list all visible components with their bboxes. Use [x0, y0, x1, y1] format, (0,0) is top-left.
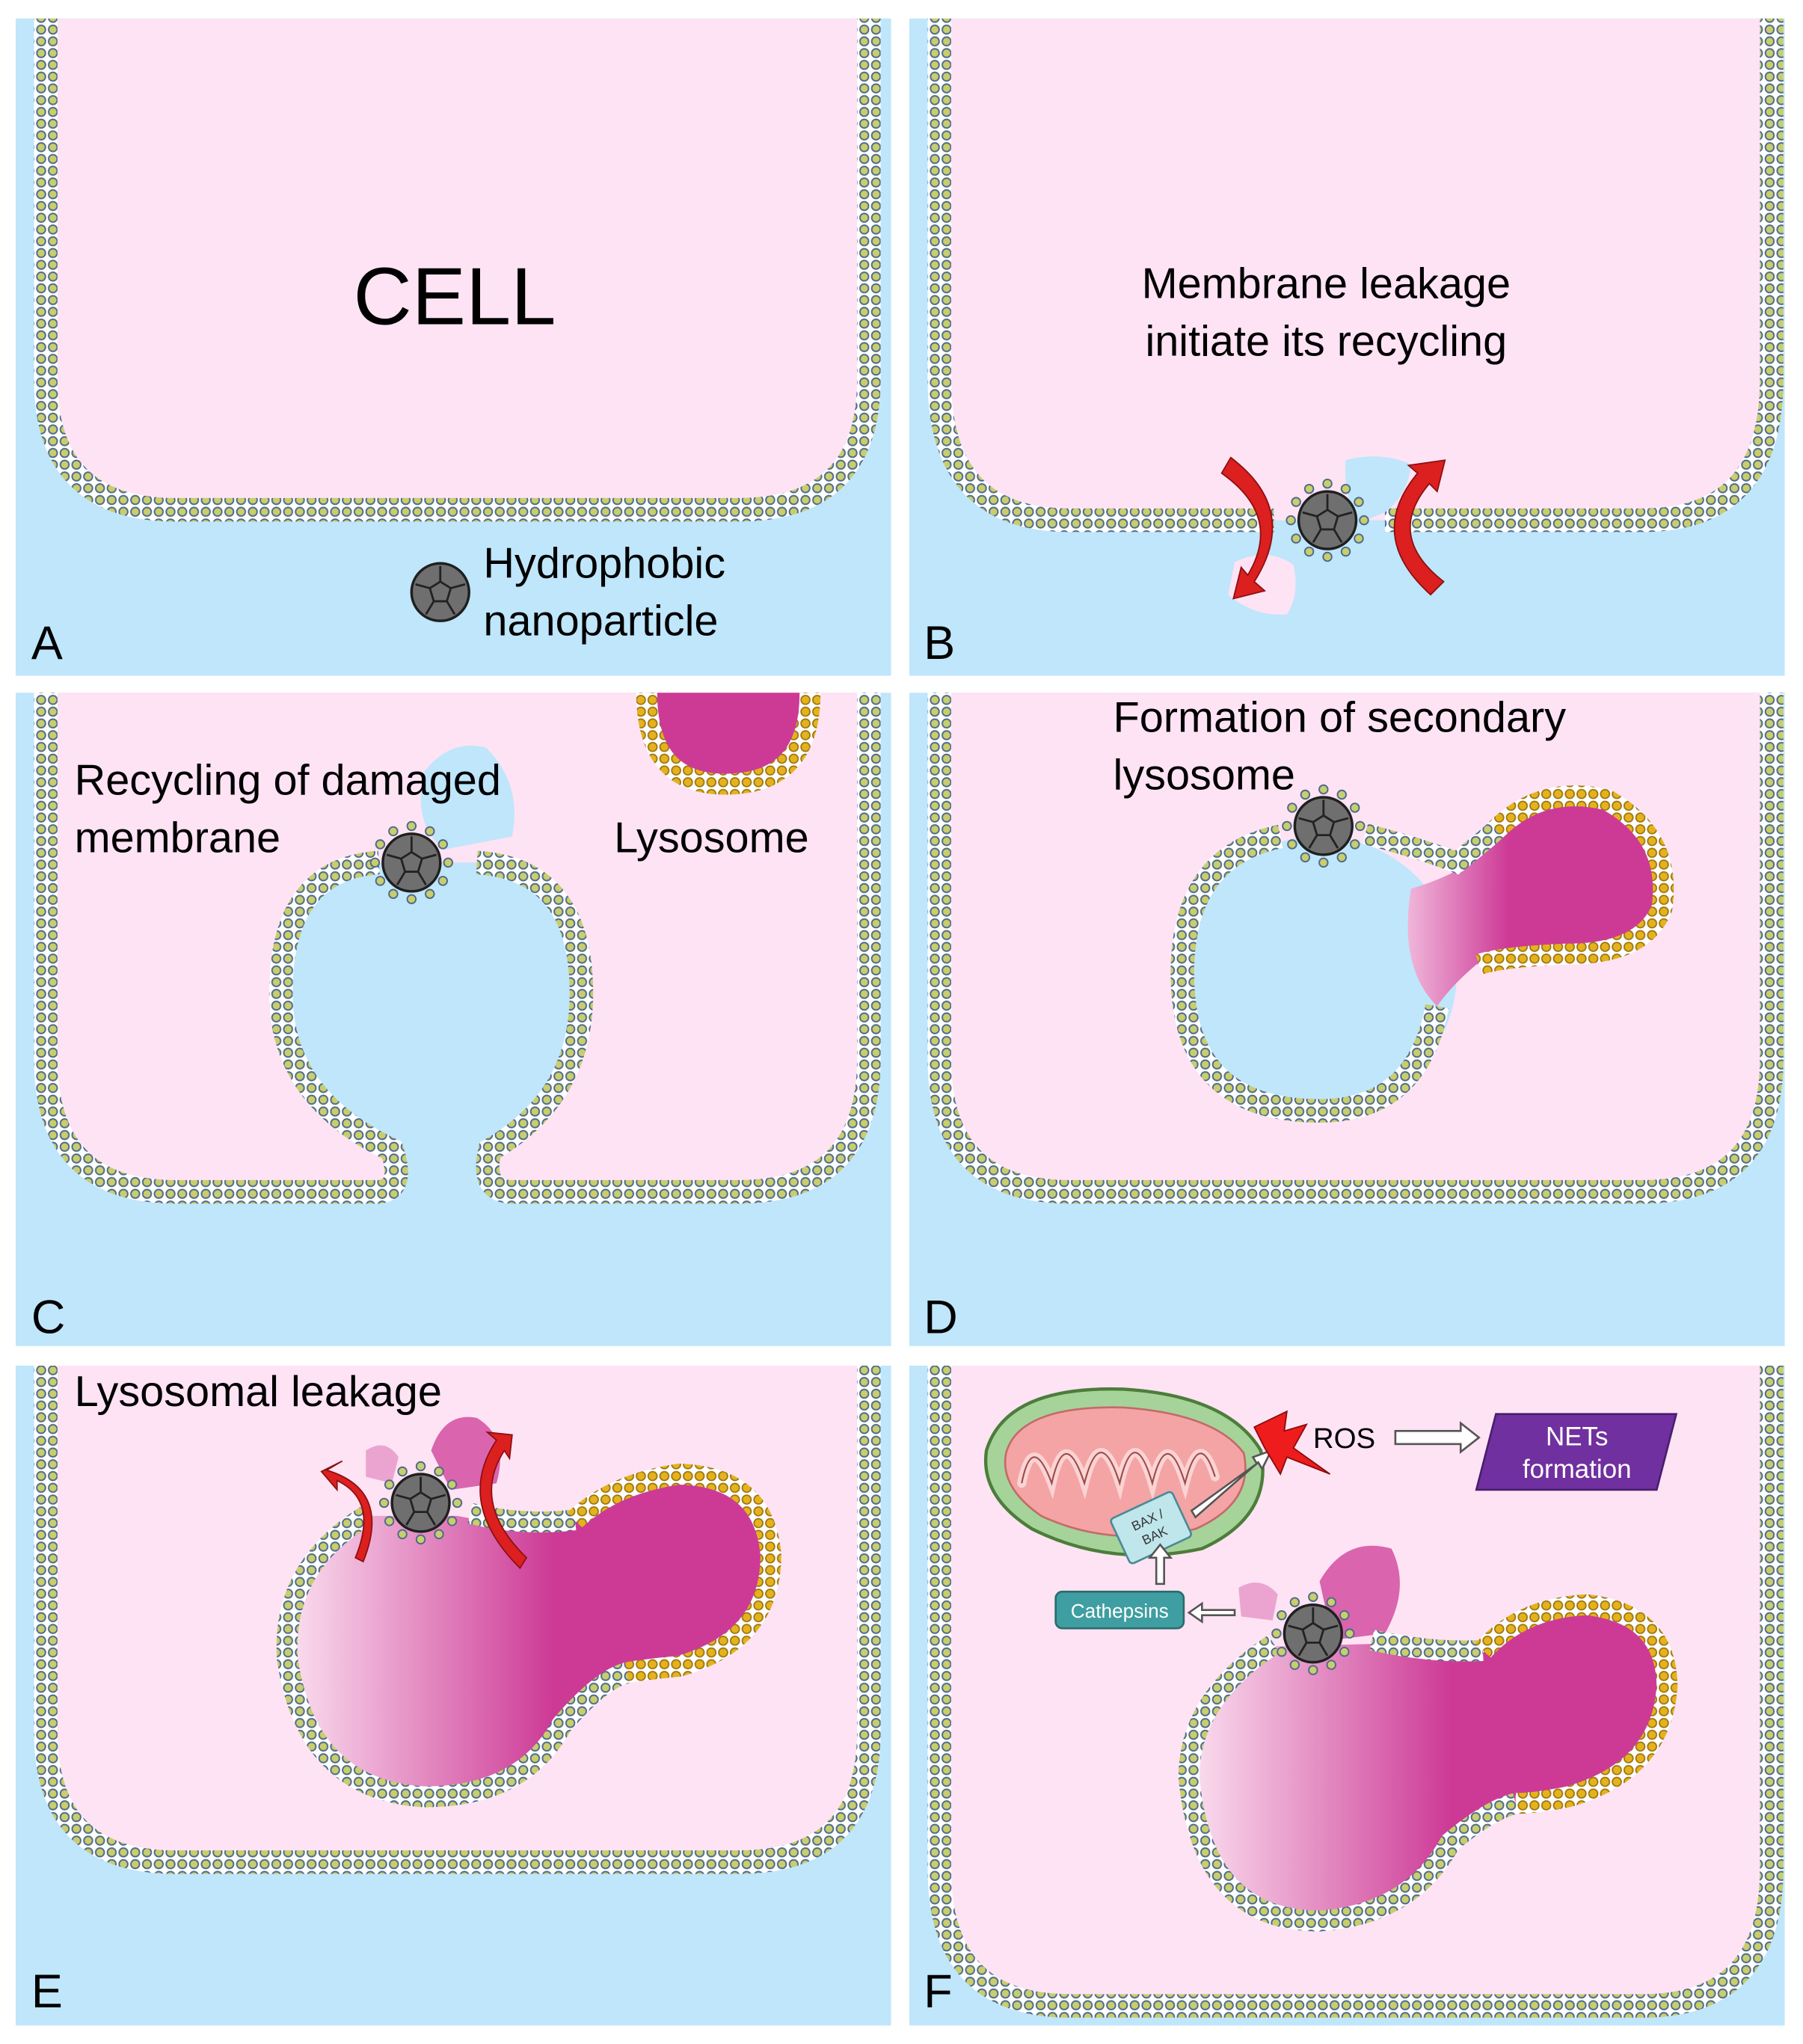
nets-formation-box: NETs formation — [1475, 1413, 1678, 1491]
nanoparticle-label-line1: Hydrophobic — [483, 539, 725, 587]
lightning-icon — [1253, 1410, 1331, 1476]
panel-f: BAX / BAK Cathepsins NETs formation ROS … — [909, 1365, 1785, 2026]
panel-c-caption-line1: Recycling of damaged — [75, 757, 501, 805]
panel-b-caption-line1: Membrane leakage — [1142, 260, 1511, 308]
panel-b: Membrane leakage initiate its recycling … — [909, 18, 1785, 676]
cell-cytoplasm — [46, 693, 869, 1192]
lysosome-membrane-gold — [1475, 1594, 1678, 1814]
panel-letter-d: D — [924, 1291, 957, 1343]
panel-d-caption-line2: lysosome — [1114, 752, 1295, 800]
lysosome-label: Lysosome — [614, 814, 809, 862]
panel-e: Lysosomal leakage E — [15, 1365, 891, 2026]
panel-b-caption-line2: initiate its recycling — [1145, 317, 1507, 365]
arrow-lysosome-to-cathepsins — [1187, 1601, 1236, 1624]
cell-cytoplasm — [939, 18, 1772, 521]
red-arrow-left — [1220, 456, 1274, 600]
panel-letter-c: C — [31, 1291, 65, 1343]
lysosome-fusion — [1407, 800, 1660, 1007]
endosome-membrane — [1170, 824, 1449, 1123]
arrow-ros-to-nets — [1394, 1421, 1481, 1454]
lysosome-membrane-blue — [1178, 1635, 1519, 1932]
lysosome-membrane — [636, 693, 821, 795]
lysosome-leak-cloud-small — [1238, 1583, 1278, 1621]
bax-bak-box: BAX / BAK — [1110, 1491, 1192, 1565]
cell-membrane — [34, 693, 408, 1204]
lysosome-membrane — [1475, 785, 1674, 975]
red-arrow-right — [1393, 459, 1446, 596]
nanoparticle-label-line2: nanoparticle — [483, 597, 718, 645]
lysosome-leak-cloud-small — [366, 1445, 399, 1484]
endosome-membrane-upper — [1363, 822, 1504, 875]
panel-a: CELL Hydrophobic nanoparticle A — [15, 18, 891, 676]
panel-c: Recycling of damaged membrane Lysosome C — [15, 693, 891, 1346]
panel-d-caption-line1: Formation of secondary — [1114, 694, 1567, 742]
panel-c-caption-line2: membrane — [75, 814, 281, 862]
panel-letter-e: E — [31, 1965, 63, 2018]
arrow-bax-to-ros — [1190, 1449, 1274, 1519]
panel-letter-f: F — [924, 1965, 952, 2018]
nets-label-line1: NETs — [1546, 1422, 1608, 1452]
lysosome-membrane-top — [1369, 1630, 1484, 1662]
nanoparticle-icon — [410, 562, 470, 622]
panel-d: Formation of secondary lysosome D — [909, 693, 1785, 1346]
lysosome-membrane-blue — [276, 1507, 630, 1808]
cathepsins-label: Cathepsins — [1071, 1600, 1169, 1622]
cell-membrane-left — [927, 18, 1274, 533]
cell-membrane — [34, 18, 881, 522]
cell-title: CELL — [354, 251, 556, 342]
panel-letter-a: A — [31, 617, 63, 669]
lysosome — [646, 693, 811, 785]
panel-letter-b: B — [924, 617, 955, 669]
cell-membrane — [927, 693, 1784, 1204]
arrow-cathepsins-to-bax — [1147, 1543, 1173, 1586]
secondary-lysosome — [286, 1476, 771, 1797]
leak-cloud — [1345, 456, 1411, 524]
cell-membrane-right — [1384, 18, 1784, 533]
cell-membrane — [927, 1365, 1784, 2018]
cell-membrane-right — [476, 693, 881, 1204]
leak-cloud-pink — [1228, 554, 1296, 615]
red-arrow-left — [320, 1460, 373, 1563]
vesicle-interior — [280, 862, 582, 1150]
lysosome-membrane-gold — [568, 1463, 781, 1684]
ros-label: ROS — [1313, 1422, 1375, 1455]
secondary-lysosome — [1188, 1609, 1666, 1921]
cell-membrane — [34, 1365, 881, 1874]
endosome-interior — [1182, 836, 1458, 1111]
nets-label-line2: formation — [1523, 1455, 1632, 1484]
cell-cytoplasm — [46, 18, 869, 510]
cathepsins-box: Cathepsins — [1054, 1590, 1185, 1630]
panel-e-caption: Lysosomal leakage — [75, 1368, 442, 1416]
leak-cloud — [420, 745, 515, 850]
red-arrow-right — [479, 1431, 528, 1570]
lysosome-membrane-top — [467, 1503, 577, 1533]
